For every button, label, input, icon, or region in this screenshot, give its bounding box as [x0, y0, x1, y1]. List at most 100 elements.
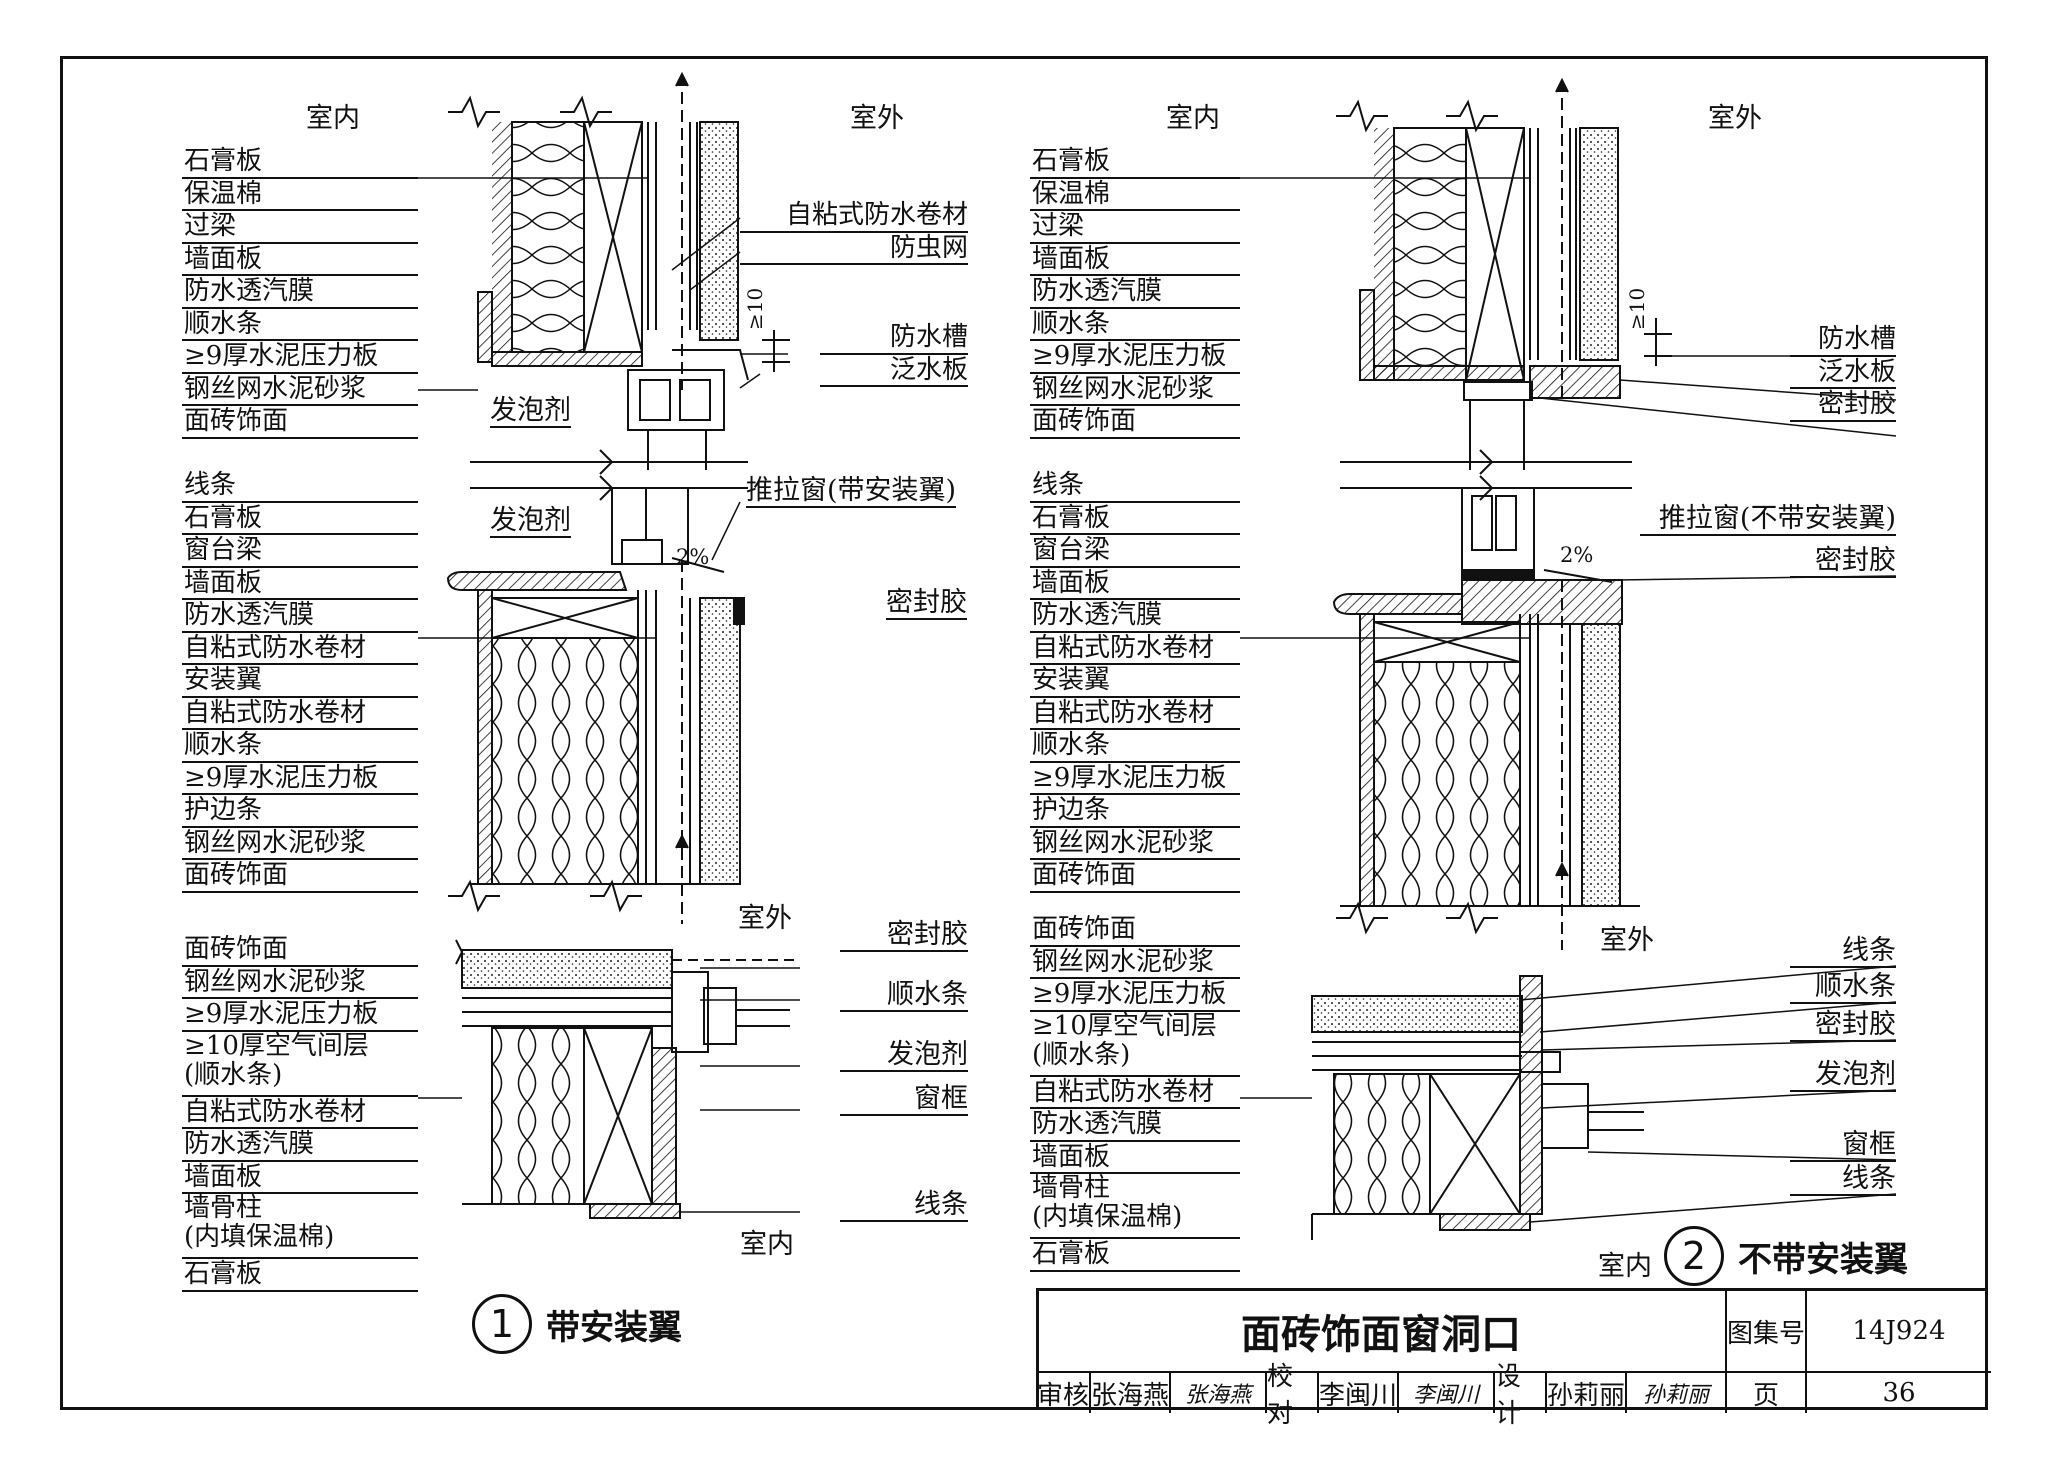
layer-item: 钢丝网水泥砂浆 [182, 828, 418, 860]
d2-plan-callout: 密封胶 [1790, 1010, 1896, 1042]
callout-item: 泛水板 [1790, 357, 1896, 389]
d2-top-right-callouts: 防水槽 泛水板 密封胶 [1790, 324, 1896, 422]
d1-plan-callout: 窗框 [840, 1084, 968, 1116]
layer-item: ≥9厚水泥压力板 [182, 341, 418, 374]
layer-item: 钢丝网水泥砂浆 [182, 967, 418, 999]
d1-plan-layer-list: 面砖饰面 钢丝网水泥砂浆 ≥9厚水泥压力板 ≥10厚空气间层 (顺水条) 自粘式… [182, 934, 418, 1292]
detail1-sill-section [446, 487, 745, 924]
d2-plan-callout: 线条 [1790, 1164, 1896, 1196]
title-block: 面砖饰面窗洞口 图集号 14J924 审核 张海燕 张海燕 校对 李闽川 李闽川… [1036, 1288, 1991, 1429]
layer-item: 防水透汽膜 [1030, 276, 1240, 309]
d1-foam-label: 发泡剂 [490, 395, 571, 428]
d2-top-interior-label: 室内 [1166, 103, 1220, 134]
check-label: 校对 [1265, 1362, 1317, 1429]
checker-signature: 李闽川 [1397, 1373, 1493, 1413]
d2-dim-label: ≥10 [1625, 287, 1649, 330]
d2-window-label: 推拉窗(不带安装翼) [1640, 504, 1896, 536]
layer-item: 钢丝网水泥砂浆 [1030, 374, 1240, 406]
atlas-no: 14J924 [1805, 1291, 1991, 1373]
callout-item: 防水槽 [1790, 324, 1896, 357]
checker-name: 李闽川 [1317, 1373, 1397, 1413]
layer-item: 石膏板 [182, 503, 418, 535]
d2-plan-layer-list: 面砖饰面 钢丝网水泥砂浆 ≥9厚水泥压力板 ≥10厚空气间层 (顺水条) 自粘式… [1030, 914, 1240, 1272]
d2-plan-callout: 顺水条 [1790, 972, 1896, 1004]
layer-item: 墙面板 [1030, 1142, 1240, 1174]
reviewer-signature: 张海燕 [1169, 1373, 1265, 1413]
layer-item: 面砖饰面 [182, 934, 418, 967]
layer-item: 顺水条 [1030, 309, 1240, 341]
layer-item: 安装翼 [182, 665, 418, 698]
layer-item: 面砖饰面 [1030, 860, 1240, 893]
layer-item: ≥9厚水泥压力板 [182, 999, 418, 1032]
layer-item: 防水透汽膜 [182, 1129, 418, 1162]
layer-item: 保温棉 [1030, 179, 1240, 211]
layer-item: 防水透汽膜 [182, 276, 418, 309]
layer-item: 自粘式防水卷材 [182, 1097, 418, 1129]
layer-item: 窗台梁 [182, 535, 418, 568]
layer-item: ≥9厚水泥压力板 [182, 763, 418, 795]
layer-item: 石膏板 [1030, 503, 1240, 535]
d1-mid-layer-list: 线条 石膏板 窗台梁 墙面板 防水透汽膜 自粘式防水卷材 安装翼 自粘式防水卷材… [182, 470, 418, 893]
d1-top-layer-list: 石膏板 保温棉 过梁 墙面板 防水透汽膜 顺水条 ≥9厚水泥压力板 钢丝网水泥砂… [182, 146, 418, 439]
layer-item: 线条 [182, 470, 418, 503]
layer-item: ≥10厚空气间层 (顺水条) [182, 1031, 418, 1097]
layer-item: ≥9厚水泥压力板 [1030, 979, 1240, 1012]
detail2-caption: 不带安装翼 [1738, 1240, 1908, 1280]
d1-top-exterior-label: 室外 [850, 103, 904, 134]
d2-plan-interior: 室内 [1598, 1251, 1652, 1282]
layer-item: 面砖饰面 [1030, 406, 1240, 439]
layer-item: 防水透汽膜 [1030, 1109, 1240, 1142]
layer-item: 墙面板 [182, 1162, 418, 1194]
drawing-frame [60, 56, 1988, 1410]
d1-slope-label: 2% [676, 545, 710, 569]
layer-item: 自粘式防水卷材 [1030, 633, 1240, 665]
detail2-lintel-section [1336, 77, 1672, 501]
layer-item: 安装翼 [1030, 665, 1240, 698]
layer-item: 墙骨柱 (内填保温棉) [182, 1194, 418, 1259]
d1-plan-callout: 密封胶 [840, 920, 968, 952]
d2-plan-callout: 线条 [1790, 936, 1896, 968]
leader-lines [418, 177, 1897, 1223]
d1-top-right-callouts: 自粘式防水卷材 防虫网 [740, 200, 968, 265]
layer-item: 自粘式防水卷材 [1030, 698, 1240, 730]
d1-plan-interior: 室内 [740, 1229, 794, 1260]
detail1-plan-section [455, 939, 800, 1219]
d2-top-layer-list: 石膏板 保温棉 过梁 墙面板 防水透汽膜 顺水条 ≥9厚水泥压力板 钢丝网水泥砂… [1030, 146, 1240, 439]
d2-plan-callout: 窗框 [1790, 1130, 1896, 1162]
layer-item: 防水透汽膜 [182, 600, 418, 633]
d1-plan-callout: 顺水条 [840, 980, 968, 1012]
layer-item: 自粘式防水卷材 [182, 633, 418, 665]
detail2-sill-section [1332, 487, 1640, 950]
detail1-number-badge: 1 [472, 1294, 532, 1354]
reviewer-name: 张海燕 [1089, 1373, 1169, 1413]
layer-item: 墙面板 [1030, 568, 1240, 600]
layer-item: 窗台梁 [1030, 535, 1240, 568]
d1-dim-label: ≥10 [743, 287, 767, 330]
layer-item: 自粘式防水卷材 [1030, 1077, 1240, 1109]
detail2-number-badge: 2 [1664, 1226, 1724, 1286]
layer-item: 墙面板 [182, 568, 418, 600]
layer-item: 墙面板 [1030, 244, 1240, 276]
layer-item: 墙面板 [182, 244, 418, 276]
d1-window-label: 推拉窗(带安装翼) [746, 475, 957, 508]
layer-item: 钢丝网水泥砂浆 [1030, 828, 1240, 860]
d1-sealant-label: 密封胶 [886, 587, 967, 620]
layer-item: 石膏板 [182, 1259, 418, 1292]
page-label: 页 [1725, 1373, 1805, 1413]
detail1-lintel-section [448, 71, 790, 501]
layer-item: 墙骨柱 (内填保温棉) [1030, 1174, 1240, 1239]
designer-signature: 孙莉丽 [1625, 1373, 1725, 1413]
detail1-caption: 带安装翼 [546, 1308, 682, 1348]
callout-item: 密封胶 [1790, 389, 1896, 422]
d2-plan-exterior: 室外 [1600, 925, 1654, 956]
d2-top-exterior-label: 室外 [1708, 103, 1762, 134]
layer-item: 线条 [1030, 470, 1240, 503]
drawing-title: 面砖饰面窗洞口 [1037, 1291, 1725, 1373]
layer-item: 钢丝网水泥砂浆 [1030, 947, 1240, 979]
layer-item: 护边条 [1030, 795, 1240, 828]
layer-item: 过梁 [1030, 211, 1240, 244]
d2-sealant-label: 密封胶 [1790, 546, 1896, 578]
layer-item: ≥10厚空气间层 (顺水条) [1030, 1011, 1240, 1077]
layer-item: 顺水条 [1030, 730, 1240, 763]
